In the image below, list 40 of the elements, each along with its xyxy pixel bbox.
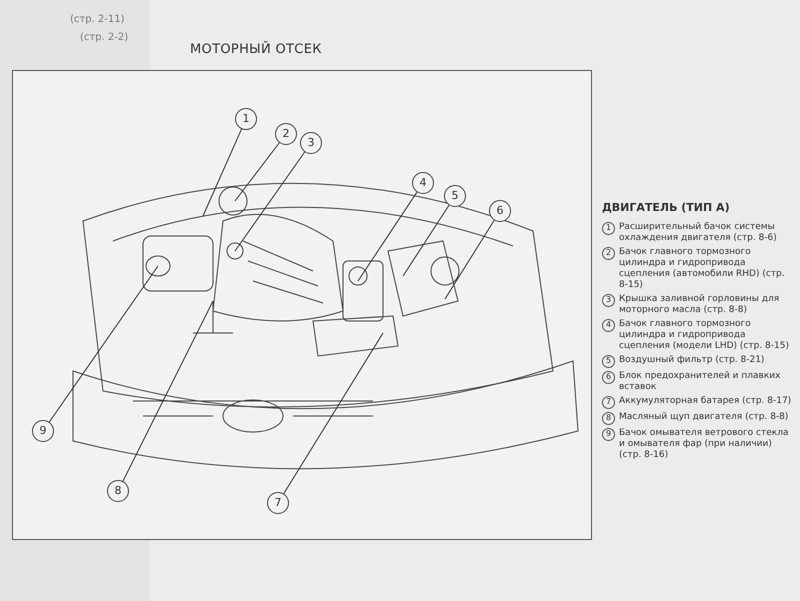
callout-number: 4: [602, 318, 615, 332]
callout-number: 8: [602, 412, 615, 424]
list-item-text: Расширительный бачок системы охлаждения двигателя (стр. 8-6): [619, 222, 778, 244]
callout-number: 5: [602, 354, 615, 368]
list-item-text: Бачок омывателя ветрового стекла и омывателя фар (при наличии) (стр. 8-16): [619, 428, 790, 460]
callout-number: 2: [602, 246, 615, 260]
list-item-text: Масляный щуп двигателя (стр. 8-8): [619, 412, 788, 422]
callout-number: 1: [235, 108, 257, 130]
leader-line: [283, 332, 384, 494]
callout-number: 6: [489, 200, 511, 222]
section-title: МОТОРНЫЙ ОТСЕК: [190, 40, 322, 59]
list-item-text: Воздушный фильтр (стр. 8-21): [619, 354, 764, 366]
callout-number: 7: [602, 396, 615, 408]
callout-number: 8: [107, 480, 129, 502]
callout-number: 1: [602, 222, 615, 234]
page-reference: (стр. 2-11): [70, 13, 125, 27]
list-item-text: Крышка заливной горловины для моторного масла (стр. 8-8): [619, 294, 780, 316]
leader-line: [234, 152, 306, 252]
page-reference: (стр. 2-2): [80, 31, 128, 45]
list-item-text: Бачок главного тормозного цилиндра и гидропривода сцепления (модели LHD) (стр. 8-15): [619, 318, 790, 352]
callout-number: 3: [602, 294, 615, 306]
callout-number: 6: [602, 370, 615, 384]
leader-line: [358, 192, 418, 282]
callout-number: 7: [267, 492, 289, 514]
list-heading: ДВИГАТЕЛЬ (ТИП А): [602, 200, 731, 216]
callout-number: 2: [275, 123, 297, 145]
callout-number: 4: [412, 172, 434, 194]
callout-number: 9: [32, 420, 54, 442]
leader-line: [402, 204, 450, 276]
callout-number: 9: [602, 428, 615, 440]
list-item-text: Бачок главного тормозного цилиндра и гидропривода сцепления (автомобили RHD) (стр. 8-15): [619, 246, 786, 290]
leader-line: [234, 142, 280, 202]
callout-number: 3: [300, 132, 322, 154]
leader-line: [444, 220, 495, 300]
leader-line: [202, 128, 242, 216]
list-item-text: Аккумуляторная батарея (стр. 8-17): [619, 396, 792, 406]
leader-line: [48, 266, 158, 422]
callout-number: 5: [444, 185, 466, 207]
leader-line: [122, 300, 214, 482]
list-item-text: Блок предохранителей и плавких вставок: [619, 370, 782, 392]
